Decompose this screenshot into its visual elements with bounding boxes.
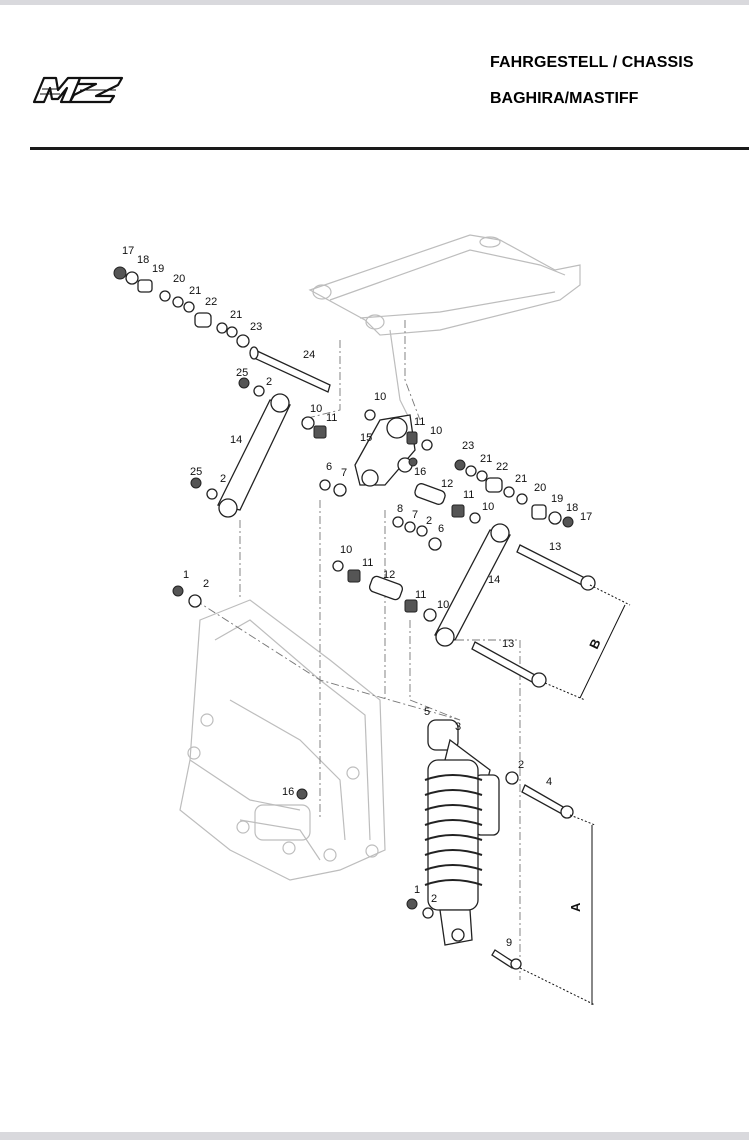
mz-logo: [32, 76, 124, 104]
svg-text:11: 11: [414, 416, 425, 428]
top-border: [0, 0, 749, 5]
svg-text:10: 10: [340, 544, 352, 556]
dimension-A: [519, 814, 596, 1006]
svg-text:14: 14: [230, 434, 242, 446]
bottom-border: [0, 1132, 749, 1140]
svg-text:1: 1: [183, 569, 189, 581]
svg-text:25: 25: [236, 367, 248, 379]
svg-text:22: 22: [496, 461, 508, 473]
model-title: BAGHIRA/MASTIFF: [490, 90, 639, 107]
svg-text:2: 2: [426, 515, 432, 527]
svg-text:2: 2: [266, 376, 272, 388]
bolt-upper-13: [516, 544, 596, 591]
svg-text:9: 9: [506, 937, 512, 949]
upper-axle-bolt: [249, 346, 331, 393]
svg-text:12: 12: [441, 478, 453, 490]
svg-text:19: 19: [551, 493, 563, 505]
svg-text:13: 13: [502, 638, 514, 650]
link-arm-left: [217, 393, 291, 518]
svg-text:8: 8: [397, 503, 403, 515]
svg-text:11: 11: [463, 489, 474, 501]
svg-text:2: 2: [203, 578, 209, 590]
main-frame-outline: [179, 599, 386, 881]
svg-text:25: 25: [190, 466, 202, 478]
shock-absorber: [406, 719, 574, 970]
svg-text:10: 10: [437, 599, 449, 611]
svg-text:10: 10: [430, 425, 442, 437]
svg-text:21: 21: [189, 285, 201, 297]
svg-text:5: 5: [424, 706, 430, 718]
swingarm-outline: [308, 234, 581, 421]
right-upper-washers: [454, 459, 574, 528]
svg-text:16: 16: [282, 786, 294, 798]
svg-text:2: 2: [431, 893, 437, 905]
svg-text:20: 20: [534, 482, 546, 494]
svg-text:21: 21: [480, 453, 492, 465]
dimension-B: [544, 584, 631, 701]
rocker-hardware: [301, 409, 481, 551]
svg-text:17: 17: [122, 245, 134, 257]
svg-text:11: 11: [326, 412, 337, 424]
svg-text:3: 3: [455, 721, 461, 733]
svg-text:10: 10: [310, 403, 322, 415]
svg-text:23: 23: [462, 440, 474, 452]
svg-text:10: 10: [482, 501, 494, 513]
svg-text:16: 16: [414, 466, 426, 478]
svg-text:20: 20: [173, 273, 185, 285]
upper-left-washers: [113, 266, 250, 348]
svg-text:7: 7: [341, 467, 347, 479]
svg-text:19: 19: [152, 263, 164, 275]
bolt-lower-13: [471, 641, 547, 688]
svg-text:21: 21: [230, 309, 242, 321]
svg-text:2: 2: [518, 759, 524, 771]
svg-text:14: 14: [488, 574, 500, 586]
svg-text:23: 23: [250, 321, 262, 333]
svg-text:B: B: [586, 636, 604, 651]
rocker-lever: [354, 414, 416, 487]
leader-lines: [194, 320, 521, 980]
svg-text:6: 6: [326, 461, 332, 473]
svg-text:A: A: [568, 902, 583, 912]
svg-text:18: 18: [566, 502, 578, 514]
svg-text:11: 11: [362, 557, 373, 569]
svg-text:12: 12: [383, 569, 395, 581]
svg-text:21: 21: [515, 473, 527, 485]
svg-text:4: 4: [546, 776, 552, 788]
middle-hardware: [172, 377, 437, 800]
svg-text:22: 22: [205, 296, 217, 308]
svg-text:11: 11: [415, 589, 426, 601]
svg-text:1: 1: [414, 884, 420, 896]
svg-text:10: 10: [374, 391, 386, 403]
chassis-title: FAHRGESTELL / CHASSIS: [490, 54, 694, 71]
header-divider: [30, 147, 749, 150]
svg-text:13: 13: [549, 541, 561, 553]
svg-text:18: 18: [137, 254, 149, 266]
svg-text:17: 17: [580, 511, 592, 523]
svg-text:15: 15: [360, 432, 372, 444]
svg-text:6: 6: [438, 523, 444, 535]
svg-text:24: 24: [303, 349, 315, 361]
svg-text:2: 2: [220, 473, 226, 485]
link-arm-right: [434, 523, 511, 647]
svg-text:7: 7: [412, 509, 418, 521]
